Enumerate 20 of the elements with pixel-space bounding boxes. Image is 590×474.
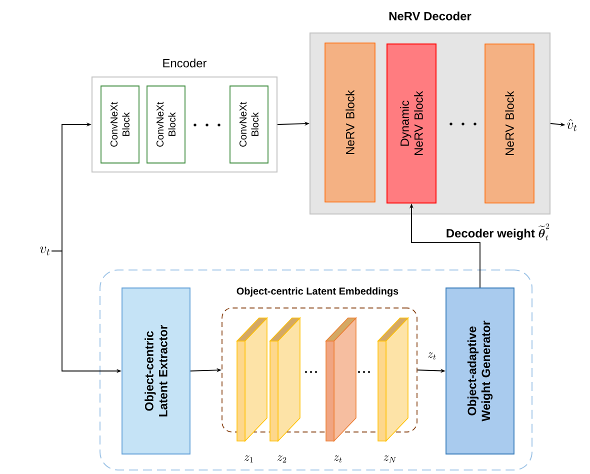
heading: NeRV Decoder — [389, 12, 472, 20]
block-box: NeRV Block — [324, 42, 376, 202]
edge-label: $z_{t}$ — [426, 352, 438, 360]
module-box: Object-centric Latent Extractor — [122, 288, 190, 454]
module-box: Object-adaptive Weight Generator — [446, 288, 514, 454]
signal-label: $\hat{v}_{t}$ — [566, 118, 577, 132]
dashed-region — [100, 270, 532, 470]
edge-label: $\textbf{Decoder weight}\ \widetilde{\boldsymbol{\theta}}_{t}^{2}$ — [444, 222, 552, 242]
block-box: ConvNeXt Block — [100, 86, 140, 164]
heading: Object-centric Latent Embeddings — [236, 287, 398, 297]
slab-label: $z_{t}$ — [334, 455, 342, 463]
block-box: NeRV Block — [484, 44, 534, 204]
slab-label: $z_{N}$ — [384, 455, 396, 462]
slab-label: $z_{2}$ — [277, 455, 286, 462]
block-box: ConvNeXt Block — [230, 86, 268, 164]
block-box: Dynamic NeRV Block — [386, 44, 436, 204]
heading: Encoder — [163, 58, 207, 68]
signal-label: $v_{t}$ — [40, 246, 50, 256]
block-box: ConvNeXt Block — [146, 86, 186, 164]
slab-label: $z_{1}$ — [244, 455, 253, 462]
